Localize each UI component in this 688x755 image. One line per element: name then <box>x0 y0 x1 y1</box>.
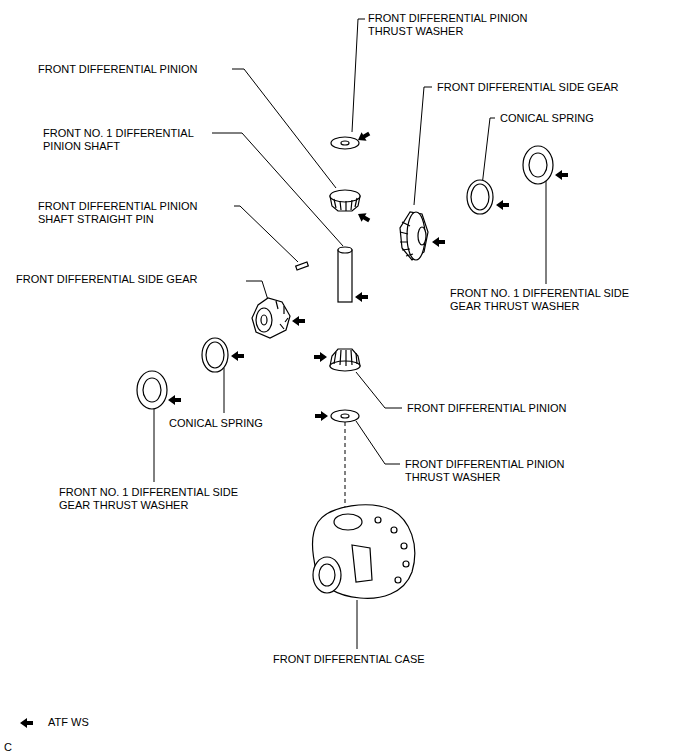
apply-arrow <box>315 411 328 421</box>
leader-line <box>414 87 432 205</box>
side-gear-thrust-washer <box>137 371 167 409</box>
thrust-washer-hole <box>341 141 349 145</box>
pinion-gear <box>330 349 360 371</box>
part-label: FRONT DIFFERENTIAL SIDE GEAR <box>437 81 619 94</box>
assembly-line <box>345 422 346 512</box>
part-label: FRONT NO. 1 DIFFERENTIAL SIDE GEAR THRUS… <box>450 287 630 313</box>
conical-spring <box>206 342 224 368</box>
leader-line <box>246 281 268 300</box>
conical-spring <box>467 180 493 214</box>
leader-line <box>224 368 225 413</box>
apply-arrow <box>355 292 368 302</box>
side-gear-thrust-washer <box>529 153 547 177</box>
leader-line <box>232 69 336 188</box>
apply-arrow <box>314 352 327 362</box>
part-label: FRONT DIFFERENTIAL PINION <box>38 63 198 76</box>
apply-arrows <box>20 129 568 728</box>
leader-line <box>546 180 547 284</box>
apply-arrow <box>168 395 181 405</box>
part-label: FRONT DIFFERENTIAL PINION SHAFT STRAIGHT… <box>38 200 223 226</box>
straight-pin <box>296 262 309 270</box>
leader-line <box>234 206 298 262</box>
side-gear-thrust-washer <box>143 378 161 402</box>
part-label: FRONT DIFFERENTIAL CASE <box>273 653 425 666</box>
apply-arrow <box>356 210 372 225</box>
thrust-washer <box>331 410 359 422</box>
part-label: CONICAL SPRING <box>500 112 594 125</box>
figure-code: C <box>4 741 12 754</box>
apply-arrow <box>496 200 509 210</box>
leader-line <box>356 421 400 464</box>
thrust-washer-hole <box>341 414 349 418</box>
leader-line <box>352 19 365 132</box>
leader-line <box>154 408 155 482</box>
apply-arrow <box>292 316 305 326</box>
part-label: FRONT DIFFERENTIAL PINION THRUST WASHER <box>368 12 528 38</box>
part-label: FRONT DIFFERENTIAL SIDE GEAR <box>16 273 198 286</box>
thrust-washer <box>331 137 359 149</box>
part-label: FRONT NO. 1 DIFFERENTIAL PINION SHAFT <box>43 127 213 153</box>
apply-arrow <box>555 170 568 180</box>
part-label: CONICAL SPRING <box>169 417 263 430</box>
part-label: FRONT NO. 1 DIFFERENTIAL SIDE GEAR THRUS… <box>59 486 239 512</box>
side-gear <box>400 212 428 260</box>
leader-line <box>212 133 343 246</box>
apply-arrow <box>432 237 445 247</box>
differential-case <box>313 505 415 598</box>
part-label: FRONT DIFFERENTIAL PINION THRUST WASHER <box>405 458 565 484</box>
side-gear-thrust-washer <box>523 146 553 184</box>
conical-spring <box>471 184 489 210</box>
apply-arrow <box>356 129 372 144</box>
pinion-shaft-end <box>338 247 352 253</box>
leader-line <box>357 600 358 649</box>
legend-text: ATF WS <box>48 716 89 729</box>
side-gear <box>252 298 290 338</box>
conical-spring <box>202 338 228 372</box>
leader-line <box>356 372 402 408</box>
pinion-shaft <box>338 250 352 302</box>
apply-arrow <box>231 351 244 361</box>
leader-line <box>482 118 495 186</box>
legend-arrow <box>20 718 33 728</box>
part-label: FRONT DIFFERENTIAL PINION <box>407 402 567 415</box>
pinion-gear <box>330 190 360 211</box>
